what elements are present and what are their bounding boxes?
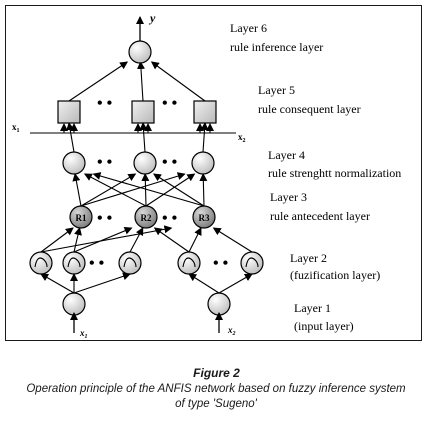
dots-layer2-b: • • — [213, 255, 228, 272]
edge-l2-l3-0 — [40, 227, 74, 253]
edge-l5-out-0 — [68, 61, 129, 102]
edge-l2-l3-2 — [129, 227, 144, 253]
figure-caption-title: Figure 2 — [193, 366, 240, 380]
layer-1-name: Layer 1 — [294, 301, 331, 315]
dots-layer5-b: • • — [162, 95, 177, 112]
layer-4-name: Layer 4 — [268, 148, 305, 162]
membership-node-5 — [240, 251, 264, 275]
membership-curve-icon — [123, 257, 137, 268]
layer-6-name: Layer 6 — [230, 21, 267, 35]
membership-node-1 — [29, 251, 53, 275]
anfis-network-diagram: y x1 x2 R1 R2 R3 • • • • • • • • • • • • •… — [12, 11, 401, 340]
rule-node-label-1: R1 — [76, 213, 87, 223]
edge-l4-l5-1 — [139, 122, 148, 153]
edge-l3-l4-1-1 — [141, 173, 150, 207]
input-node-1 — [62, 292, 86, 316]
dots-layer4-b: • • — [162, 154, 177, 171]
connections — [40, 61, 253, 294]
dots-layer4-a: • • — [97, 154, 112, 171]
edge-l3-l4-1-2 — [145, 173, 196, 207]
layer-labels: Layer 6 rule inference layer Layer 5 rul… — [230, 21, 401, 333]
edge-l3-l4-0-1 — [80, 173, 137, 207]
layer-2-name: Layer 2 — [290, 251, 327, 265]
input-node-2 — [207, 292, 231, 316]
edge-l4-l5-2 — [200, 122, 209, 153]
dots-layer2-a: • • — [89, 255, 104, 272]
edge-l1-l2-a0 — [40, 273, 75, 294]
network-nodes: R1 R2 R3 — [29, 40, 264, 316]
layer-4-desc: rule strenghtt normalization — [268, 166, 401, 180]
dots-layer3-b: • • — [162, 210, 177, 227]
layer-3-name: Layer 3 — [270, 190, 307, 204]
figure-caption-text: Operation principle of the ANFIS network… — [26, 383, 406, 410]
membership-node-4 — [177, 251, 201, 275]
output-node — [128, 40, 152, 64]
edge-l1-l2-a2 — [73, 272, 131, 294]
output-label: y — [148, 11, 156, 25]
consequent-node-1 — [57, 100, 81, 124]
membership-curve-icon — [67, 257, 81, 268]
membership-node-2 — [62, 251, 86, 275]
edge-l2-l3-6 — [73, 226, 133, 253]
rule-node-1 — [69, 205, 93, 229]
layer-2-desc: (fuzification layer) — [290, 268, 380, 282]
membership-curve-icon — [34, 257, 48, 268]
rule-node-label-2: R2 — [141, 213, 152, 223]
edge-l5-out-1 — [136, 61, 145, 102]
edge-l2-l3-3 — [153, 227, 190, 253]
layer-5-desc: rule consequent layer — [258, 102, 361, 116]
edge-l2-l3-7 — [188, 227, 202, 253]
membership-curve-icon — [245, 257, 259, 268]
input-label-x1: x1 — [79, 328, 88, 340]
normalization-node-3 — [191, 151, 215, 175]
edge-l1-l2-b3 — [188, 273, 220, 294]
edge-l2-l3-1 — [73, 227, 82, 253]
edge-l4-l5-0 — [66, 122, 75, 153]
rule-node-3 — [192, 205, 216, 229]
edge-l3-l4-2-2 — [199, 173, 208, 207]
figure-border — [5, 5, 422, 341]
dots-layer3-a: • • — [97, 210, 112, 227]
normalization-node-2 — [133, 151, 157, 175]
edge-l2-l3-5 — [212, 227, 253, 253]
membership-curve-icon — [182, 257, 196, 268]
edge-l3-l4-0-2 — [80, 172, 186, 207]
membership-node-3 — [118, 251, 142, 275]
edge-l3-l4-2-0 — [92, 172, 205, 207]
consequent-node-3 — [193, 100, 217, 124]
layer-6-desc: rule inference layer — [230, 40, 323, 54]
dots-layer5-a: • • — [97, 95, 112, 112]
layer-5-name: Layer 5 — [258, 83, 295, 97]
edge-l3-l4-1-0 — [83, 173, 147, 207]
layer-1-desc: (input layer) — [294, 319, 354, 333]
input-label-x2: x2 — [227, 325, 236, 337]
bus-x2-label: x2 — [238, 132, 246, 144]
edge-l3-l4-2-1 — [153, 173, 205, 207]
edge-l5-out-2 — [150, 61, 206, 102]
edge-l3-l4-0-0 — [72, 173, 82, 207]
layer-3-desc: rule antecedent layer — [270, 209, 370, 223]
ellipsis-dots: • • • • • • • • • • • • • • • • — [89, 95, 228, 272]
rule-node-2 — [134, 205, 158, 229]
edge-l2-l3-4 — [40, 225, 173, 253]
rule-node-label-3: R3 — [199, 213, 210, 223]
normalization-node-1 — [62, 151, 86, 175]
edge-l1-l2-b4 — [218, 273, 253, 294]
consequent-node-2 — [131, 100, 155, 124]
bus-x1-label: x1 — [12, 122, 20, 134]
